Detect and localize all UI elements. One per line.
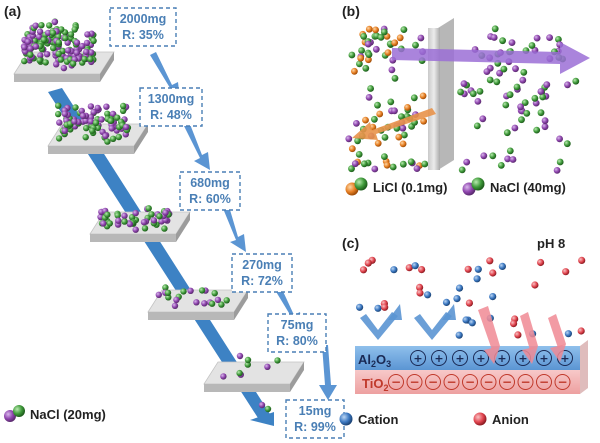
positive-charge: + <box>431 350 447 366</box>
stage-box-2: 1300mg R: 48% <box>139 87 203 127</box>
negative-charge: − <box>462 374 478 390</box>
stage-4-rejection: R: 72% <box>241 274 283 288</box>
permeate-side-molecules <box>457 25 580 174</box>
svg-text:+: + <box>497 352 506 365</box>
anion-pass-arrow-2 <box>520 312 538 350</box>
panel-a-legend-label: NaCl (20mg) <box>30 407 106 422</box>
anion-pass-arrow-1 <box>478 306 500 350</box>
panel-c-charges: ++++++++−−−−−−−−−− <box>388 350 573 390</box>
tio2-label: TiO2 <box>362 376 388 393</box>
nacl-legend-label-b: NaCl (40mg) <box>490 180 566 195</box>
plate-5 <box>203 361 305 392</box>
panel-b-label: (b) <box>342 3 360 19</box>
nacl-legend-green-ball <box>13 405 25 417</box>
cation-legend-label: Cation <box>358 412 399 427</box>
negative-charge: − <box>499 374 515 390</box>
svg-text:−: − <box>520 375 530 389</box>
svg-text:+: + <box>455 352 464 365</box>
negative-charge: − <box>406 374 423 390</box>
stage-box-5: 75mg R: 80% <box>267 313 327 353</box>
panel-b-scene <box>345 18 580 174</box>
stage-6-mass: 15mg <box>299 404 332 418</box>
negative-charge: − <box>388 374 404 390</box>
panel-a-particle-piles <box>20 18 281 413</box>
particle-pile-3 <box>97 205 173 233</box>
stage-1-rejection: R: 35% <box>122 28 164 42</box>
stage-1-mass: 2000mg <box>120 12 167 26</box>
svg-text:−: − <box>483 375 493 389</box>
stage-2-rejection: R: 48% <box>150 108 192 122</box>
svg-text:+: + <box>518 352 527 365</box>
positive-charge: + <box>410 350 426 366</box>
svg-text:+: + <box>560 352 569 365</box>
svg-text:+: + <box>539 352 548 365</box>
panel-b-arrows <box>352 42 590 140</box>
tio2-layer <box>355 370 580 394</box>
panel-c-layers: Al2O3 TiO2 <box>355 340 588 394</box>
svg-text:−: − <box>428 375 438 389</box>
cation-legend-ball <box>339 412 353 426</box>
negative-charge: − <box>517 374 534 390</box>
stage-4-mass: 270mg <box>242 258 282 272</box>
svg-text:−: − <box>446 375 456 389</box>
stage-2-mass: 1300mg <box>148 92 195 106</box>
panel-a-value-boxes: 2000mg R: 35% 1300mg R: 48% 680mg R: 60%… <box>109 7 345 439</box>
nacl-pass-arrow <box>392 42 590 74</box>
particle-pile-2 <box>55 102 132 145</box>
cation-deflect-arrow-2 <box>414 312 452 340</box>
licl-legend-label: LiCl (0.1mg) <box>373 180 447 195</box>
licl-reject-arrow <box>352 108 436 140</box>
stage-box-6: 15mg R: 99% <box>285 399 345 439</box>
svg-text:+: + <box>413 352 422 365</box>
panel-b-legend: LiCl (0.1mg) NaCl (40mg) <box>345 177 566 196</box>
positive-charge: + <box>473 350 489 366</box>
anion-pass-arrow-3 <box>548 314 566 348</box>
particle-pile-1 <box>20 18 97 72</box>
membrane-wall-side <box>438 18 454 170</box>
licl-legend-green-ball <box>354 177 368 191</box>
anion-legend-label: Anion <box>492 412 529 427</box>
panel-c-label: (c) <box>342 235 359 251</box>
feed-side-molecules <box>345 25 429 173</box>
ph-label: pH 8 <box>537 236 565 251</box>
svg-text:−: − <box>409 375 419 389</box>
positive-charge: + <box>452 350 468 366</box>
nacl-legend-purple-ball <box>4 410 16 422</box>
svg-text:−: − <box>465 375 475 389</box>
particle-pile-4 <box>155 284 230 309</box>
al2o3-label: Al2O3 <box>358 352 391 369</box>
stage-5-rejection: R: 80% <box>276 334 318 348</box>
anion-legend-ball <box>473 412 487 426</box>
panel-c-flow-arrows <box>360 304 566 364</box>
stage-3-mass: 680mg <box>190 176 230 190</box>
particle-pile-6 <box>236 352 272 413</box>
positive-charge: + <box>536 350 552 366</box>
stage-box-3: 680mg R: 60% <box>179 171 241 211</box>
stage-3-rejection: R: 60% <box>189 192 231 206</box>
svg-text:−: − <box>391 375 401 389</box>
stage-6-rejection: R: 99% <box>294 420 336 434</box>
svg-text:+: + <box>434 352 443 365</box>
panel-c-legend: Cation Anion <box>339 412 529 427</box>
svg-text:−: − <box>557 375 567 389</box>
membrane-wall <box>428 28 440 170</box>
svg-text:−: − <box>502 375 512 389</box>
nacl-legend-green-ball-b <box>471 177 485 191</box>
svg-text:−: − <box>539 375 549 389</box>
panel-a-flow-arrow <box>48 88 274 426</box>
cation-deflect-arrow-1 <box>360 312 398 340</box>
panel-a-label: (a) <box>4 3 21 19</box>
negative-charge: − <box>536 374 552 390</box>
stage-box-4: 270mg R: 72% <box>231 253 293 293</box>
svg-text:+: + <box>476 352 485 365</box>
stage-box-1: 2000mg R: 35% <box>109 7 177 47</box>
negative-charge: − <box>425 374 441 390</box>
panel-a-legend: NaCl (20mg) <box>4 405 106 422</box>
stage-5-mass: 75mg <box>281 318 314 332</box>
negative-charge: − <box>480 374 497 390</box>
negative-charge: − <box>443 374 460 390</box>
particle-pile-5 <box>220 357 281 380</box>
negative-charge: − <box>554 374 571 390</box>
